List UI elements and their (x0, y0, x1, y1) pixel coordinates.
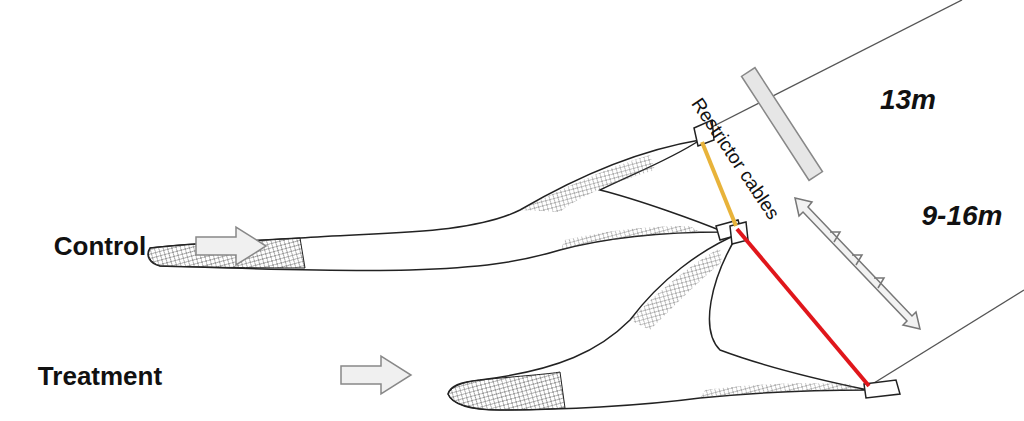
treatment-net (448, 234, 868, 410)
treatment-wing-mesh (630, 248, 722, 330)
dimension-label: 13m (880, 86, 936, 114)
dimension-bar (742, 68, 823, 181)
treatment-wing-mesh (700, 383, 860, 398)
dimension-label: 9-16m (922, 202, 1003, 230)
control-wing-mesh (520, 155, 655, 212)
otter-door (864, 380, 900, 398)
control-wing-mesh (560, 226, 700, 250)
direction-arrow (196, 227, 266, 265)
group-label: Control (54, 233, 146, 259)
control-net (148, 140, 724, 271)
direction-arrow (341, 356, 411, 394)
warp-line (702, 0, 962, 132)
group-label: Treatment (38, 363, 162, 389)
treatment-codend (448, 372, 565, 410)
dimension-arrow (795, 198, 920, 329)
